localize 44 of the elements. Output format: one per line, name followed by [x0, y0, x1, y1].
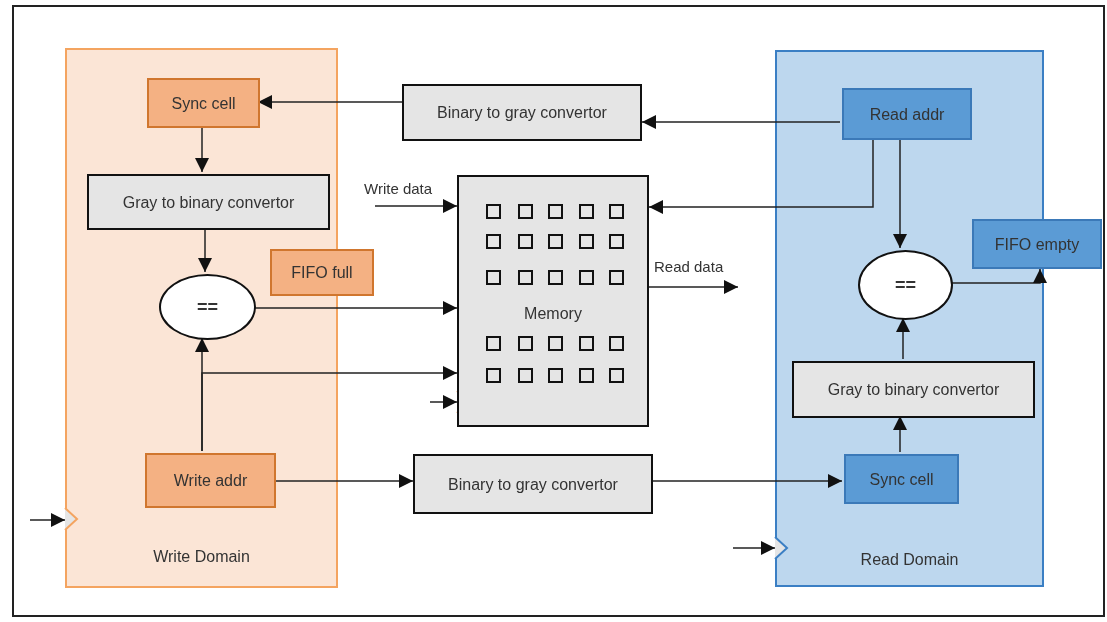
process-box	[270, 249, 374, 296]
arrow	[896, 317, 910, 360]
node-label: FIFO full	[291, 263, 353, 282]
node-label: Sync cell	[869, 469, 934, 489]
arrow	[273, 474, 414, 488]
arrow	[253, 301, 458, 315]
process-box	[147, 78, 260, 128]
arrow	[641, 115, 841, 129]
arrow	[195, 125, 209, 173]
node-label: Write addr	[173, 471, 248, 490]
arrow	[950, 268, 1047, 284]
arrow	[732, 541, 776, 555]
arrow	[198, 227, 212, 273]
domain-title: Write Domain	[153, 547, 250, 566]
node-label: FIFO empty	[994, 234, 1080, 254]
arrow	[201, 366, 458, 452]
node-label: Binary to gray convertor	[437, 103, 607, 122]
node-label: Read addr	[869, 104, 945, 124]
converter-box	[87, 174, 330, 230]
process-box	[145, 453, 276, 508]
node-label: Gray to binary convertor	[122, 192, 295, 212]
arrow	[893, 415, 907, 453]
arrow	[648, 137, 874, 214]
process-box	[842, 88, 972, 140]
converter-box	[792, 361, 1035, 418]
arrow	[257, 95, 403, 109]
arrow	[893, 137, 907, 249]
converter-box	[402, 84, 642, 141]
arrow	[29, 513, 66, 527]
process-box	[972, 219, 1102, 269]
arrow	[374, 199, 458, 213]
domain-title: Read Domain	[860, 550, 959, 569]
arrow	[429, 395, 458, 409]
converter-box	[413, 454, 653, 514]
arrow	[648, 280, 739, 294]
node-label: Memory	[524, 303, 582, 323]
node-label: Binary to gray convertor	[448, 474, 618, 494]
memory-block	[457, 175, 649, 427]
operator-label: ==	[895, 275, 916, 295]
operator-label: ==	[197, 297, 218, 317]
node-label: Sync cell	[171, 93, 236, 113]
process-box	[844, 454, 959, 504]
node-label: Gray to binary convertor	[827, 380, 1000, 399]
arrow	[652, 474, 843, 488]
